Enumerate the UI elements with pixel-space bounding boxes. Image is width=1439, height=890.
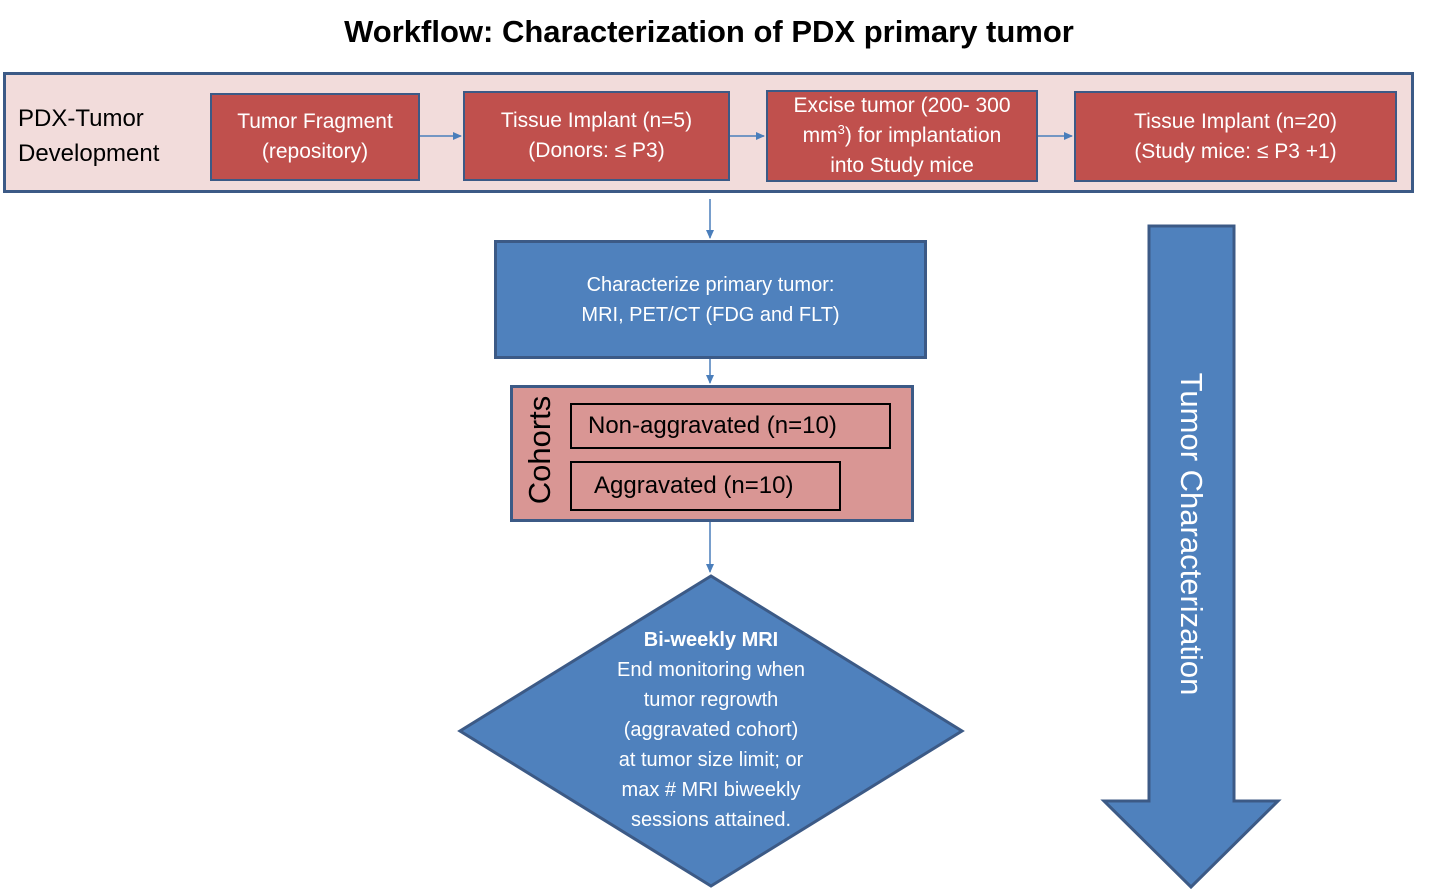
characterize-box: Characterize primary tumor: MRI, PET/CT … xyxy=(494,240,927,359)
cohort-non-aggravated: Non-aggravated (n=10) xyxy=(570,403,891,449)
monitoring-line: max # MRI biweekly xyxy=(621,779,801,801)
monitoring-line: at tumor size limit; or xyxy=(618,749,804,771)
step-tissue-implant-study: Tissue Implant (n=20) (Study mice: ≤ P3 … xyxy=(1074,91,1397,182)
monitoring-line: tumor regrowth xyxy=(643,689,779,711)
step-line-rest: ) for implantation xyxy=(844,124,1002,147)
step-line: Tissue Implant (n=20) xyxy=(1134,109,1337,133)
step-line: into Study mice xyxy=(830,154,974,177)
step-excise-tumor: Excise tumor (200- 300 mm3) for implanta… xyxy=(766,90,1038,182)
step-line: mm3) for implantation xyxy=(793,121,1010,151)
monitoring-line: (aggravated cohort) xyxy=(623,719,799,741)
characterize-line2: MRI, PET/CT (FDG and FLT) xyxy=(581,303,840,326)
step-tissue-implant-donors: Tissue Implant (n=5) (Donors: ≤ P3) xyxy=(463,91,730,181)
step-line: Tissue Implant (n=5) xyxy=(500,109,693,132)
step-line: Tumor Fragment xyxy=(237,110,393,133)
step-line-superscript: 3 xyxy=(837,122,845,137)
page-title: Workflow: Characterization of PDX primar… xyxy=(344,14,1074,49)
development-label-line2: Development xyxy=(18,140,160,167)
characterize-line1: Characterize primary tumor: xyxy=(586,273,835,296)
tumor-characterization-text: Tumor Characterization xyxy=(1174,372,1209,696)
cohort-aggravated: Aggravated (n=10) xyxy=(570,461,841,511)
cohorts-box xyxy=(510,385,914,522)
step-line-mm: mm xyxy=(802,124,838,147)
step-tumor-fragment: Tumor Fragment (repository) xyxy=(210,93,420,181)
step-line: (Study mice: ≤ P3 +1) xyxy=(1134,139,1337,163)
monitoring-line: End monitoring when xyxy=(617,659,805,681)
monitoring-heading: Bi-weekly MRI xyxy=(643,629,779,651)
development-label-line1: PDX-Tumor xyxy=(18,105,144,132)
development-label: PDX-Tumor Development xyxy=(18,101,159,171)
monitoring-line: sessions attained. xyxy=(630,809,792,831)
step-line: (Donors: ≤ P3) xyxy=(528,139,665,162)
step-line: (repository) xyxy=(261,140,369,163)
tumor-characterization-arrow xyxy=(1100,224,1282,890)
step-line: Excise tumor (200- 300 xyxy=(793,94,1011,117)
monitoring-text: Bi-weekly MRI End monitoring when tumor … xyxy=(560,625,862,835)
monitoring-diamond xyxy=(457,574,965,888)
